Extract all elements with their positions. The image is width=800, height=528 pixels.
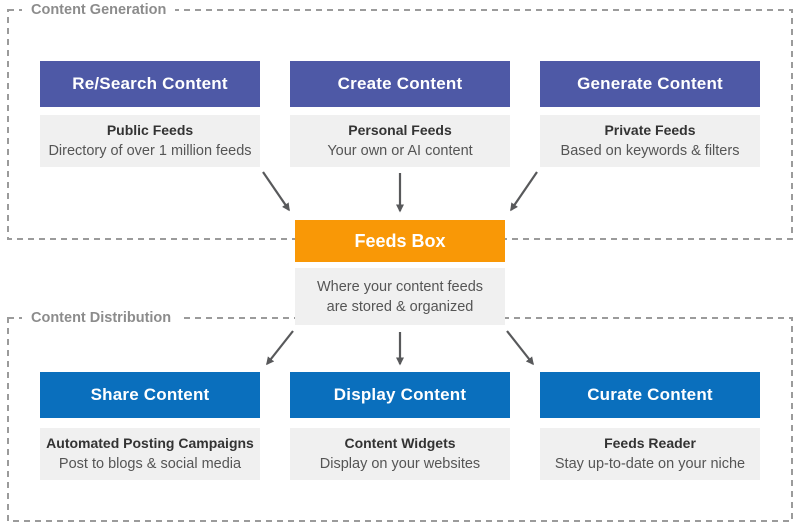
card-subtitle: Public Feeds [106, 122, 194, 138]
card-subtitle: Automated Posting Campaigns [46, 435, 254, 451]
arrow-generate-to-hub [510, 171, 538, 212]
card-subtitle: Personal Feeds [348, 122, 452, 138]
card-description: Post to blogs & social media [58, 456, 242, 472]
card-header-curate-content: Curate Content [540, 372, 760, 418]
card-description: Directory of over 1 million feeds [48, 143, 252, 159]
card-body-public-feeds: Public Feeds Directory of over 1 million… [40, 115, 260, 167]
card-description: Display on your websites [319, 456, 481, 472]
card-body-personal-feeds: Personal Feeds Your own or AI content [290, 115, 510, 167]
card-description: Stay up-to-date on your niche [554, 456, 746, 472]
feeds-box-description-line2: are stored & organized [326, 298, 474, 315]
card-body-private-feeds: Private Feeds Based on keywords & filter… [540, 115, 760, 167]
card-header-research-content: Re/Search Content [40, 61, 260, 107]
card-body-feeds-reader: Feeds Reader Stay up-to-date on your nic… [540, 428, 760, 480]
feeds-box: Feeds Box [295, 220, 505, 262]
arrow-research-to-hub [262, 171, 290, 212]
card-description: Based on keywords & filters [560, 143, 740, 159]
arrow-hub-to-share [266, 330, 294, 366]
card-header-share-content: Share Content [40, 372, 260, 418]
card-subtitle: Content Widgets [344, 435, 456, 451]
feeds-box-description-line1: Where your content feeds [316, 278, 484, 295]
arrow-hub-to-curate [506, 330, 534, 366]
card-header-generate-content: Generate Content [540, 61, 760, 107]
card-body-content-widgets: Content Widgets Display on your websites [290, 428, 510, 480]
card-header-create-content: Create Content [290, 61, 510, 107]
feeds-box-description: Where your content feeds are stored & or… [295, 268, 505, 325]
card-subtitle: Feeds Reader [604, 435, 696, 451]
distribution-section-frame [7, 317, 793, 522]
card-header-display-content: Display Content [290, 372, 510, 418]
card-description: Your own or AI content [327, 143, 473, 159]
card-body-automated-posting: Automated Posting Campaigns Post to blog… [40, 428, 260, 480]
card-subtitle: Private Feeds [604, 122, 696, 138]
distribution-section-label: Content Distribution [22, 310, 181, 327]
generation-section-label: Content Generation [22, 2, 176, 19]
